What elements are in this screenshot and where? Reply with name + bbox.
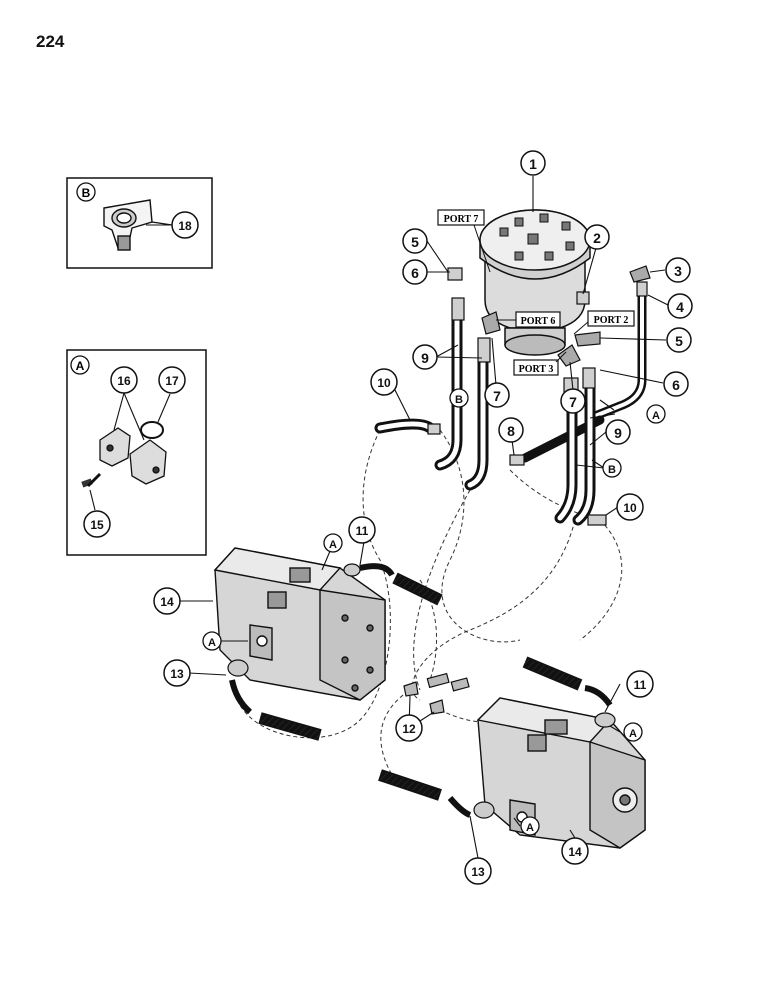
svg-text:6: 6 bbox=[411, 265, 419, 281]
svg-text:15: 15 bbox=[90, 518, 104, 532]
callout-18: 18 bbox=[171, 211, 199, 239]
svg-text:16: 16 bbox=[117, 374, 131, 388]
swivel-valve-body bbox=[479, 209, 591, 356]
pump-right-hoses bbox=[378, 656, 616, 819]
hoses bbox=[374, 290, 647, 526]
split-flange-icon bbox=[99, 427, 167, 485]
inset-a-letter: A bbox=[76, 359, 85, 373]
svg-text:5: 5 bbox=[675, 333, 683, 349]
callout-14-bottom: 14 bbox=[561, 837, 589, 865]
letter-a-pump1-top: A bbox=[323, 533, 343, 553]
svg-text:7: 7 bbox=[493, 388, 501, 404]
svg-text:B: B bbox=[608, 464, 616, 476]
inset-b-letter: B bbox=[82, 186, 91, 200]
svg-text:9: 9 bbox=[421, 350, 429, 366]
callout-7-right: 7 bbox=[560, 388, 586, 414]
port-7-label: PORT 7 bbox=[437, 209, 491, 273]
o-ring-icon bbox=[140, 421, 164, 439]
svg-text:8: 8 bbox=[507, 423, 515, 439]
letter-b-right: B bbox=[602, 458, 622, 478]
letter-b-left: B bbox=[449, 388, 469, 408]
svg-text:A: A bbox=[652, 410, 660, 422]
callout-15: 15 bbox=[83, 510, 111, 538]
callout-1: 1 bbox=[520, 150, 546, 176]
pump-left-hoses bbox=[227, 563, 443, 741]
svg-text:PORT 6: PORT 6 bbox=[521, 316, 556, 327]
callout-17: 17 bbox=[158, 366, 186, 394]
svg-text:PORT 2: PORT 2 bbox=[594, 315, 629, 326]
callout-16: 16 bbox=[110, 366, 138, 394]
callout-3: 3 bbox=[665, 257, 691, 283]
svg-text:6: 6 bbox=[672, 377, 680, 393]
callout-10-left: 10 bbox=[370, 368, 398, 396]
inset-a: A bbox=[66, 349, 207, 556]
svg-text:3: 3 bbox=[674, 263, 682, 279]
callout-4: 4 bbox=[667, 293, 693, 319]
port-3-label: PORT 3 bbox=[513, 351, 567, 376]
callout-5-top: 5 bbox=[402, 228, 428, 254]
callout-2: 2 bbox=[584, 224, 610, 250]
svg-text:A: A bbox=[629, 728, 637, 740]
callout-10-right: 10 bbox=[616, 493, 644, 521]
letter-markers: B B A A A A A bbox=[202, 388, 666, 836]
inset-b: B bbox=[66, 177, 213, 269]
svg-text:4: 4 bbox=[676, 299, 684, 315]
callout-13-left: 13 bbox=[163, 659, 191, 687]
svg-text:PORT 7: PORT 7 bbox=[444, 214, 479, 225]
port-6-label: PORT 6 bbox=[496, 311, 561, 328]
svg-text:1: 1 bbox=[529, 156, 537, 172]
svg-text:14: 14 bbox=[160, 595, 174, 609]
svg-text:B: B bbox=[455, 394, 463, 406]
callouts: 1 2 3 4 5 5 6 6 7 7 8 9 9 10 10 11 11 12… bbox=[83, 150, 693, 885]
svg-text:18: 18 bbox=[178, 219, 192, 233]
svg-text:7: 7 bbox=[569, 394, 577, 410]
callout-11-top: 11 bbox=[348, 516, 376, 544]
svg-text:11: 11 bbox=[356, 524, 369, 538]
callout-8: 8 bbox=[498, 417, 524, 443]
svg-text:17: 17 bbox=[165, 374, 179, 388]
svg-text:A: A bbox=[329, 539, 337, 551]
callout-6-right: 6 bbox=[663, 371, 689, 397]
svg-text:13: 13 bbox=[471, 865, 485, 879]
bolt-icon bbox=[81, 472, 102, 488]
port-labels: PORT 7 PORT 6 PORT 2 PORT 3 bbox=[437, 209, 635, 376]
svg-text:11: 11 bbox=[634, 678, 647, 692]
letter-a-pump1-side: A bbox=[202, 631, 222, 651]
svg-text:A: A bbox=[526, 822, 534, 834]
hydraulic-pump-right bbox=[476, 697, 646, 849]
svg-text:5: 5 bbox=[411, 234, 419, 250]
callout-11-right: 11 bbox=[626, 670, 654, 698]
callout-9-left: 9 bbox=[412, 344, 438, 370]
hydraulic-pump-left bbox=[213, 547, 386, 701]
svg-text:13: 13 bbox=[170, 667, 184, 681]
svg-text:2: 2 bbox=[593, 230, 601, 246]
callout-5-right: 5 bbox=[666, 327, 692, 353]
callout-6-left: 6 bbox=[402, 259, 428, 285]
svg-text:14: 14 bbox=[568, 845, 582, 859]
callout-13-bottom: 13 bbox=[464, 857, 492, 885]
letter-a-pipe: A bbox=[646, 404, 666, 424]
letter-a-pump2-right: A bbox=[623, 722, 643, 742]
callout-7-left: 7 bbox=[484, 382, 510, 408]
callout-14-left: 14 bbox=[153, 587, 181, 615]
callout-9-right: 9 bbox=[605, 419, 631, 445]
svg-text:A: A bbox=[208, 637, 216, 649]
svg-text:12: 12 bbox=[402, 722, 416, 736]
svg-text:PORT 3: PORT 3 bbox=[519, 364, 554, 375]
svg-text:10: 10 bbox=[377, 376, 391, 390]
port-2-label: PORT 2 bbox=[573, 310, 635, 335]
letter-a-pump2-bottom: A bbox=[520, 816, 540, 836]
center-fittings bbox=[403, 672, 470, 715]
svg-text:10: 10 bbox=[623, 501, 637, 515]
clamp-bracket-icon bbox=[103, 199, 153, 251]
page-number: 224 bbox=[36, 32, 65, 51]
fittings bbox=[427, 265, 651, 526]
svg-text:9: 9 bbox=[614, 425, 622, 441]
callout-12: 12 bbox=[395, 714, 423, 742]
